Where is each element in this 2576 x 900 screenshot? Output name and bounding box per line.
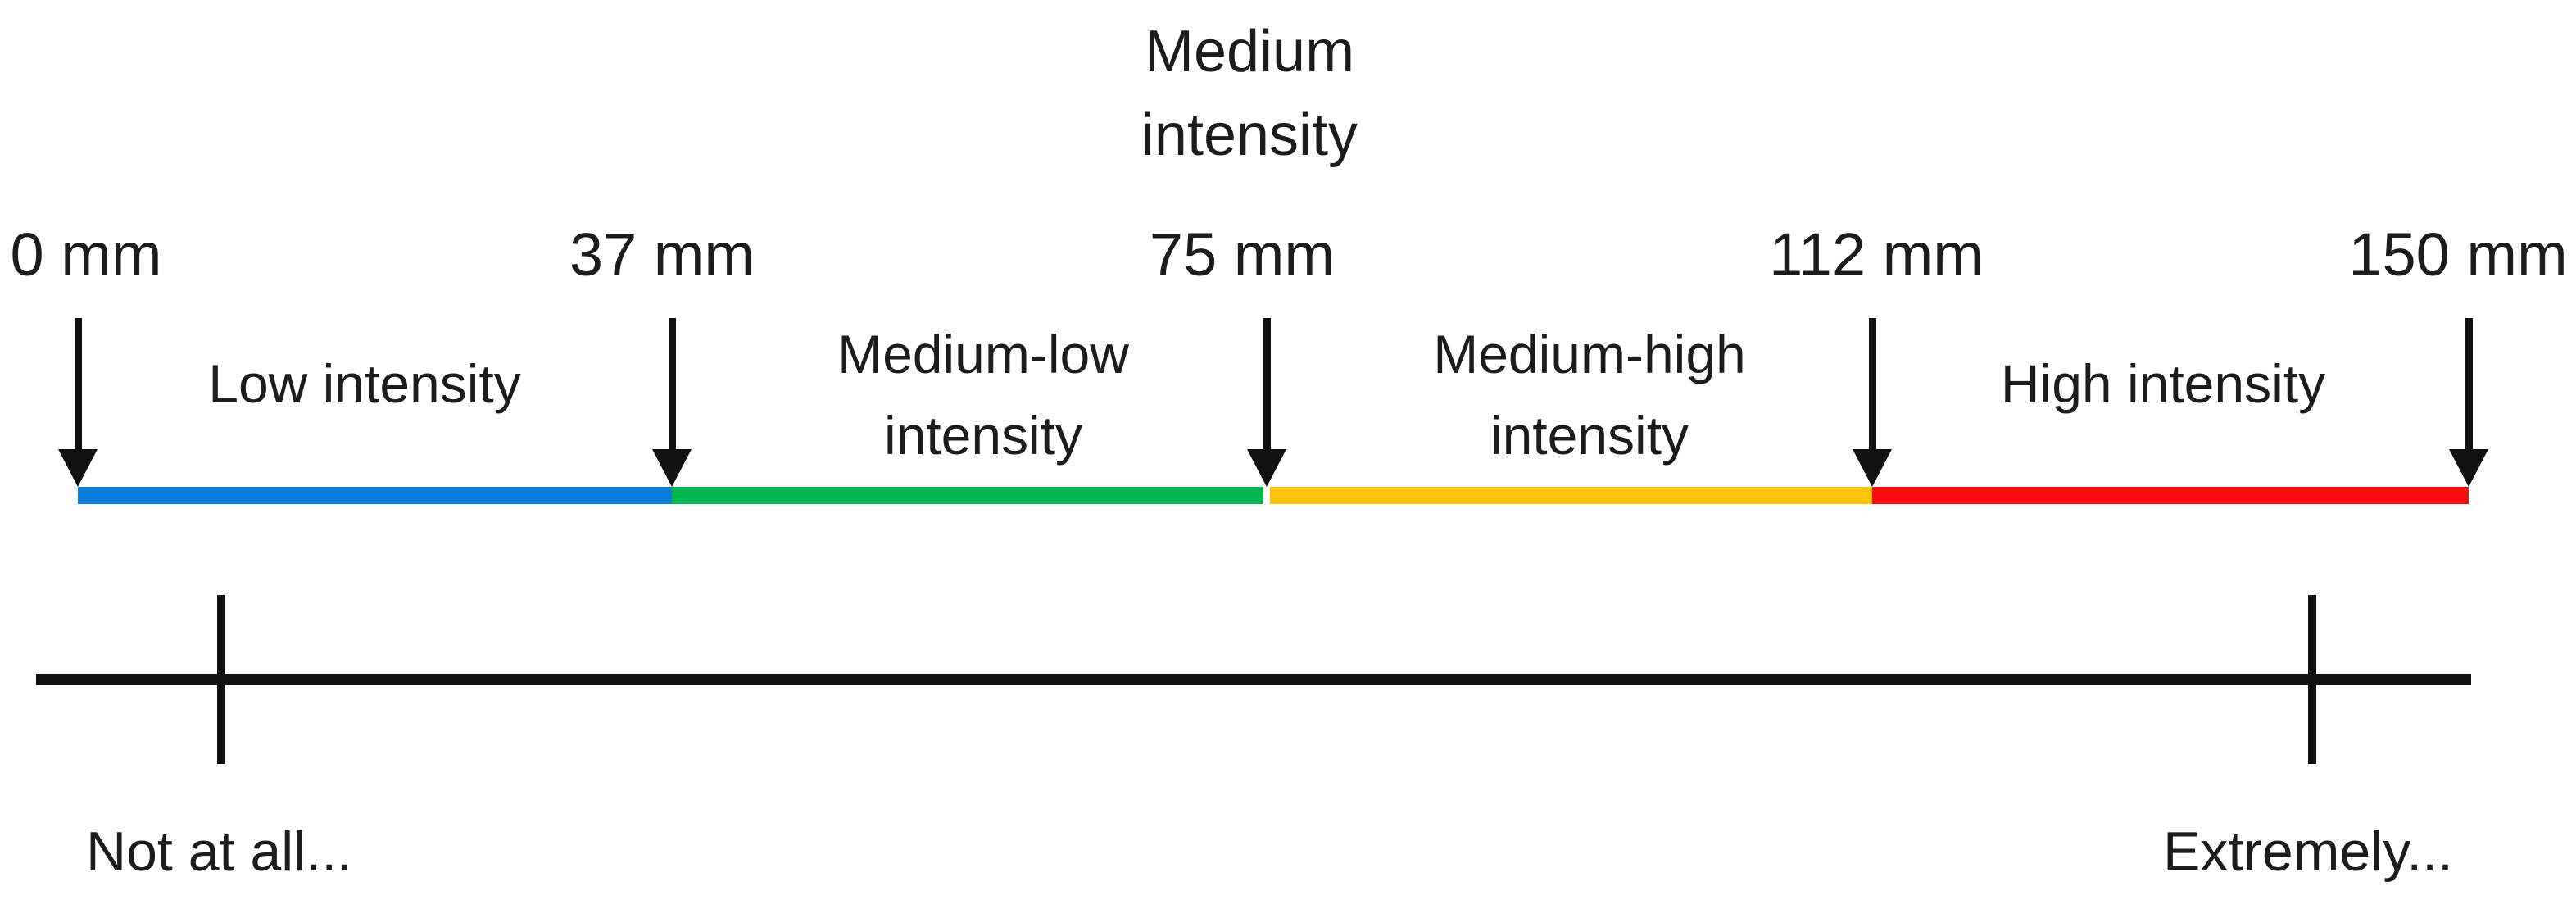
peak-label-line1: Medium: [1144, 19, 1355, 84]
mm-marker-label-0: 0 mm: [10, 220, 162, 289]
segment-label-line2: intensity: [1490, 405, 1689, 466]
arrow-stem: [669, 318, 676, 451]
segment-label-line2: intensity: [883, 405, 1083, 466]
segment-label-line1: Medium-low: [837, 324, 1129, 384]
arrow-down-icon: [2449, 449, 2488, 487]
peak-label-line2: intensity: [1141, 102, 1358, 168]
segment-label-medium-low: Medium-low intensity: [837, 314, 1129, 476]
arrow-down-icon: [652, 449, 692, 487]
vas-tick-left: [217, 595, 225, 764]
not-at-all-label: Not at all...: [86, 820, 353, 883]
mm-marker-label-150: 150 mm: [2348, 220, 2568, 289]
segment-label-low: Low intensity: [208, 353, 521, 414]
arrow-stem: [1869, 318, 1876, 451]
segment-label-line1: Medium-high: [1433, 324, 1746, 384]
vas-response-line: [36, 674, 2471, 685]
mm-marker-label-37: 37 mm: [569, 220, 755, 289]
mm-marker-label-75: 75 mm: [1149, 220, 1336, 289]
mm-marker-label-112: 112 mm: [1769, 220, 1984, 289]
arrow-down-icon: [1247, 449, 1286, 487]
arrow-down-icon: [1853, 449, 1892, 487]
arrow-down-icon: [58, 449, 98, 487]
extremely-label: Extremely...: [2163, 820, 2453, 883]
arrow-stem: [75, 318, 82, 451]
arrow-stem: [1263, 318, 1271, 451]
vas-tick-right: [2308, 595, 2316, 764]
segment-label-high: High intensity: [2000, 353, 2326, 414]
arrow-stem: [2465, 318, 2473, 451]
bar-segment-low: [78, 487, 672, 504]
bar-segment-medium-high: [1270, 487, 1872, 504]
bar-segment-medium-low: [672, 487, 1263, 504]
segment-label-medium-high: Medium-high intensity: [1433, 314, 1746, 476]
bar-segment-high: [1872, 487, 2469, 504]
medium-intensity-peak-label: Medium intensity: [1141, 10, 1358, 177]
